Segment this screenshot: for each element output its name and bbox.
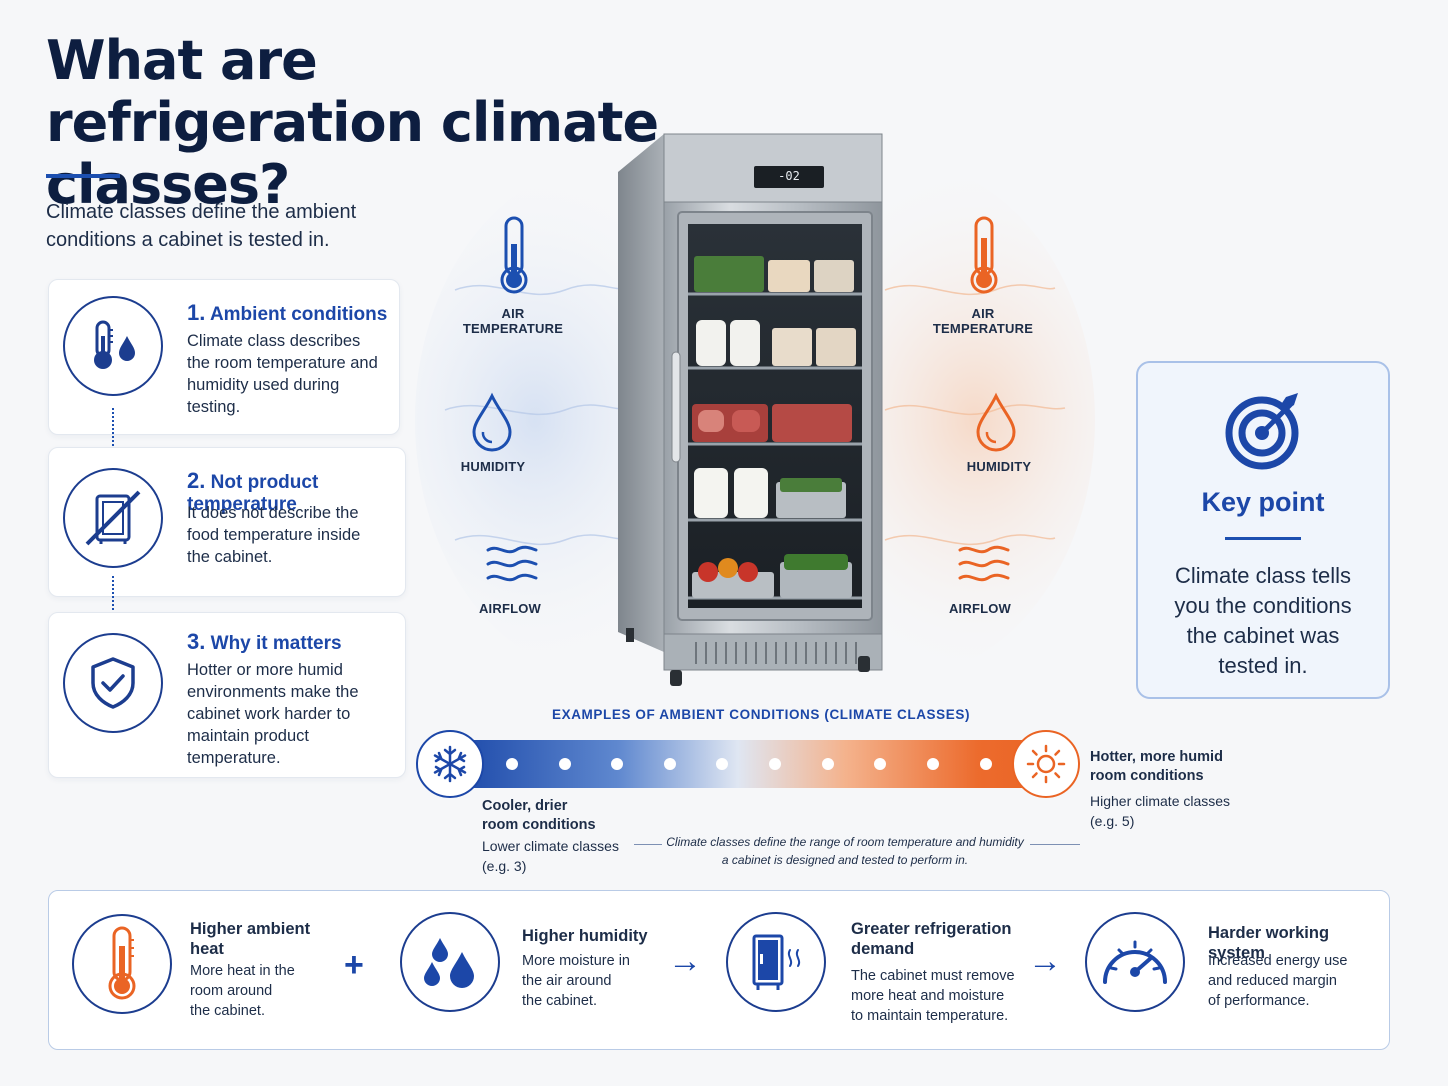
snowflake-icon (416, 730, 484, 798)
scale-dot (559, 758, 571, 770)
connector-dots (112, 576, 114, 614)
crossed-cabinet-icon (63, 468, 163, 568)
effect-text: The cabinet must remove more heat and mo… (851, 968, 1015, 1024)
cabinet-heat-icon (726, 912, 826, 1012)
thermometer-icon (72, 914, 172, 1014)
key-point-rule (1225, 537, 1301, 540)
effect-title: Higher humidity (522, 927, 648, 945)
scale-dot (822, 758, 834, 770)
air-temperature-cold-icon (494, 214, 534, 303)
effect-title: Harder working system (1208, 924, 1330, 962)
note-line-right (1030, 844, 1080, 845)
note-line-left (634, 844, 662, 845)
card-number: 1. (187, 300, 206, 325)
card-text: It does not describe the food temperatur… (187, 504, 361, 566)
airflow-label: AIRFLOW (478, 601, 542, 616)
scale-note: Climate classes define the range of room… (666, 835, 1024, 867)
scale-dot (874, 758, 886, 770)
hotter-conditions-label: Hotter, more humid room conditions (1090, 749, 1223, 784)
air-temperature-hot-icon (964, 214, 1004, 303)
key-point-text: Climate class tells you the conditions t… (1174, 563, 1352, 678)
card-number: 2. (187, 468, 206, 493)
higher-classes-label: Higher climate classes (e.g. 5) (1090, 793, 1231, 829)
scale-title: EXAMPLES OF AMBIENT CONDITIONS (CLIMATE … (552, 707, 971, 722)
page-title: What are refrigeration climate classes? (46, 29, 659, 216)
card-why-it-matters: 3. Why it matters Hotter or more humid e… (48, 612, 406, 778)
temperature-display: -02 (778, 169, 800, 183)
scale-dot (980, 758, 992, 770)
climate-gradient-bar (450, 740, 1050, 788)
arrow-right-icon: → (1028, 942, 1062, 980)
effect-title: Higher ambient heat (190, 920, 311, 958)
scale-dot (611, 758, 623, 770)
droplets-icon (400, 912, 500, 1012)
air-temperature-label: AIR TEMPERATURE (932, 306, 1034, 336)
effect-title: Greater refrigeration demand (851, 920, 1012, 958)
cooler-conditions-label: Cooler, drier room conditions (482, 798, 596, 833)
airflow-cold-icon (484, 542, 540, 591)
key-point-card: Key point Climate class tells you the co… (1136, 361, 1390, 699)
arrow-right-icon: → (668, 942, 702, 980)
humidity-label: HUMIDITY (966, 459, 1032, 474)
card-ambient-conditions: 1. Ambient conditions Climate class desc… (48, 279, 400, 435)
scale-dot (769, 758, 781, 770)
card-text: Climate class describes the room tempera… (187, 332, 378, 416)
title-underline (46, 174, 120, 178)
plus-icon: + (344, 946, 364, 984)
scale-dot (927, 758, 939, 770)
scale-dot (716, 758, 728, 770)
refrigerator-illustration: -02 (612, 132, 888, 688)
airflow-label: AIRFLOW (948, 601, 1012, 616)
humidity-hot-icon (974, 392, 1018, 457)
humidity-cold-icon (470, 392, 514, 457)
shield-check-icon (63, 633, 163, 733)
effect-text: Increased energy use and reduced margin … (1208, 953, 1348, 1009)
effect-text: More heat in the room around the cabinet… (190, 963, 295, 1019)
sun-icon (1012, 730, 1080, 798)
scale-dot (506, 758, 518, 770)
thermometer-droplet-icon (63, 296, 163, 396)
effect-text: More moisture in the air around the cabi… (522, 953, 630, 1009)
card-title: Why it matters (210, 633, 342, 654)
target-icon (1224, 389, 1306, 476)
card-text: Hotter or more humid environments make t… (187, 661, 359, 767)
card-number: 3. (187, 629, 206, 654)
air-temperature-label: AIR TEMPERATURE (462, 306, 564, 336)
card-not-product-temperature: 2. Not product temperature It does not d… (48, 447, 406, 597)
card-title: Not product temperature (187, 472, 319, 515)
connector-dots (112, 408, 114, 450)
card-title: Ambient conditions (209, 304, 388, 325)
key-point-title: Key point (1201, 487, 1325, 517)
scale-dot (664, 758, 676, 770)
lower-classes-label: Lower climate classes (e.g. 3) (482, 838, 619, 874)
gauge-icon (1085, 912, 1185, 1012)
humidity-label: HUMIDITY (460, 459, 526, 474)
airflow-hot-icon (956, 542, 1012, 591)
intro-text: Climate classes define the ambient condi… (46, 201, 357, 251)
